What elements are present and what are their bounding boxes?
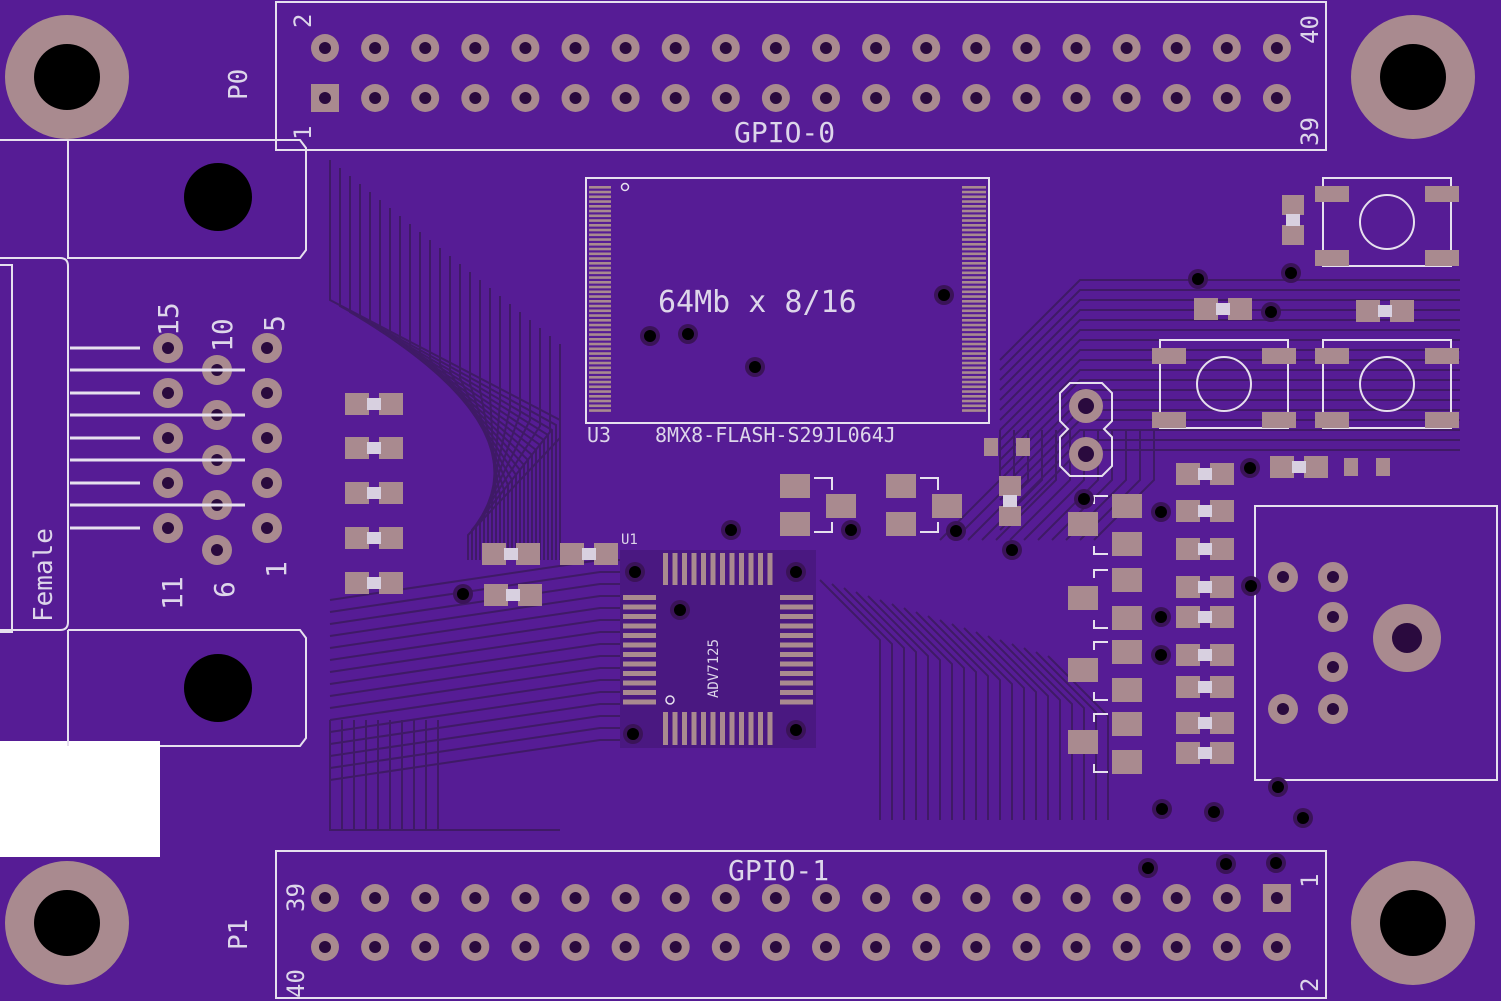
- passive-components: [345, 195, 1414, 774]
- p0-pin-bottom-left: 1: [289, 126, 317, 140]
- push-buttons: [1152, 177, 1459, 429]
- p1-outline: [275, 850, 1327, 999]
- u3-value: 64Mb x 8/16: [658, 285, 857, 320]
- p1-pin-top-right: 1: [1296, 874, 1324, 888]
- p1-ref: P1: [224, 919, 254, 950]
- dsub-pins: [70, 333, 282, 565]
- p0-name: GPIO-0: [734, 116, 835, 149]
- copper-traces: [329, 160, 1460, 831]
- mount-hole-drill: [34, 890, 100, 956]
- dsub-connector: Female 15 10 5 11 6 1: [0, 139, 307, 747]
- mount-hole-drill: [1380, 890, 1446, 956]
- dsub-gender-label: Female: [29, 528, 59, 622]
- p0-ref: P0: [224, 69, 254, 100]
- mounting-holes: [5, 15, 1475, 985]
- p1-pin-bottom-left: 40: [282, 969, 310, 998]
- p0-pin-top-right: 40: [1296, 15, 1324, 44]
- u3-flash-chip: 64Mb x 8/16 U3 8MX8-FLASH-S29JL064J: [585, 177, 990, 447]
- u1-ref: U1: [621, 532, 638, 548]
- jack-pins: [1268, 562, 1441, 724]
- u1-pins: [623, 553, 813, 745]
- dsub-label-5: 5: [258, 315, 291, 332]
- p1-pin-bottom-right: 2: [1296, 978, 1324, 992]
- p1-pin-top-left: 39: [282, 883, 310, 912]
- dsub-label-6: 6: [208, 581, 241, 598]
- dsub-label-10: 10: [206, 318, 239, 352]
- dsub-mount-hole-bottom: [184, 654, 252, 722]
- dsub-label-11: 11: [156, 576, 189, 610]
- u3-pins: [589, 186, 986, 412]
- u1-part: ADV7125: [706, 639, 722, 698]
- p1-name: GPIO-1: [728, 854, 829, 887]
- mount-hole-drill: [34, 44, 100, 110]
- p0-pins: [311, 34, 1291, 112]
- dsub-label-15: 15: [152, 302, 185, 336]
- jumper-header: [1059, 382, 1113, 477]
- dsub-mount-hole-top: [184, 163, 252, 231]
- u1-dac-chip: U1 ADV7125: [620, 532, 816, 748]
- p1-pins: [311, 884, 1291, 961]
- u3-ref: U3: [587, 423, 611, 447]
- audio-jack: [1254, 505, 1498, 781]
- p0-pin-top-left: 2: [289, 14, 317, 28]
- p0-pin-bottom-right: 39: [1296, 117, 1324, 146]
- u3-part: 8MX8-FLASH-S29JL064J: [655, 423, 896, 447]
- p0-outline: [275, 1, 1327, 151]
- mount-hole-drill: [1380, 44, 1446, 110]
- board-cutout: [0, 741, 160, 857]
- dsub-label-1: 1: [260, 561, 293, 578]
- vias: [453, 263, 1313, 878]
